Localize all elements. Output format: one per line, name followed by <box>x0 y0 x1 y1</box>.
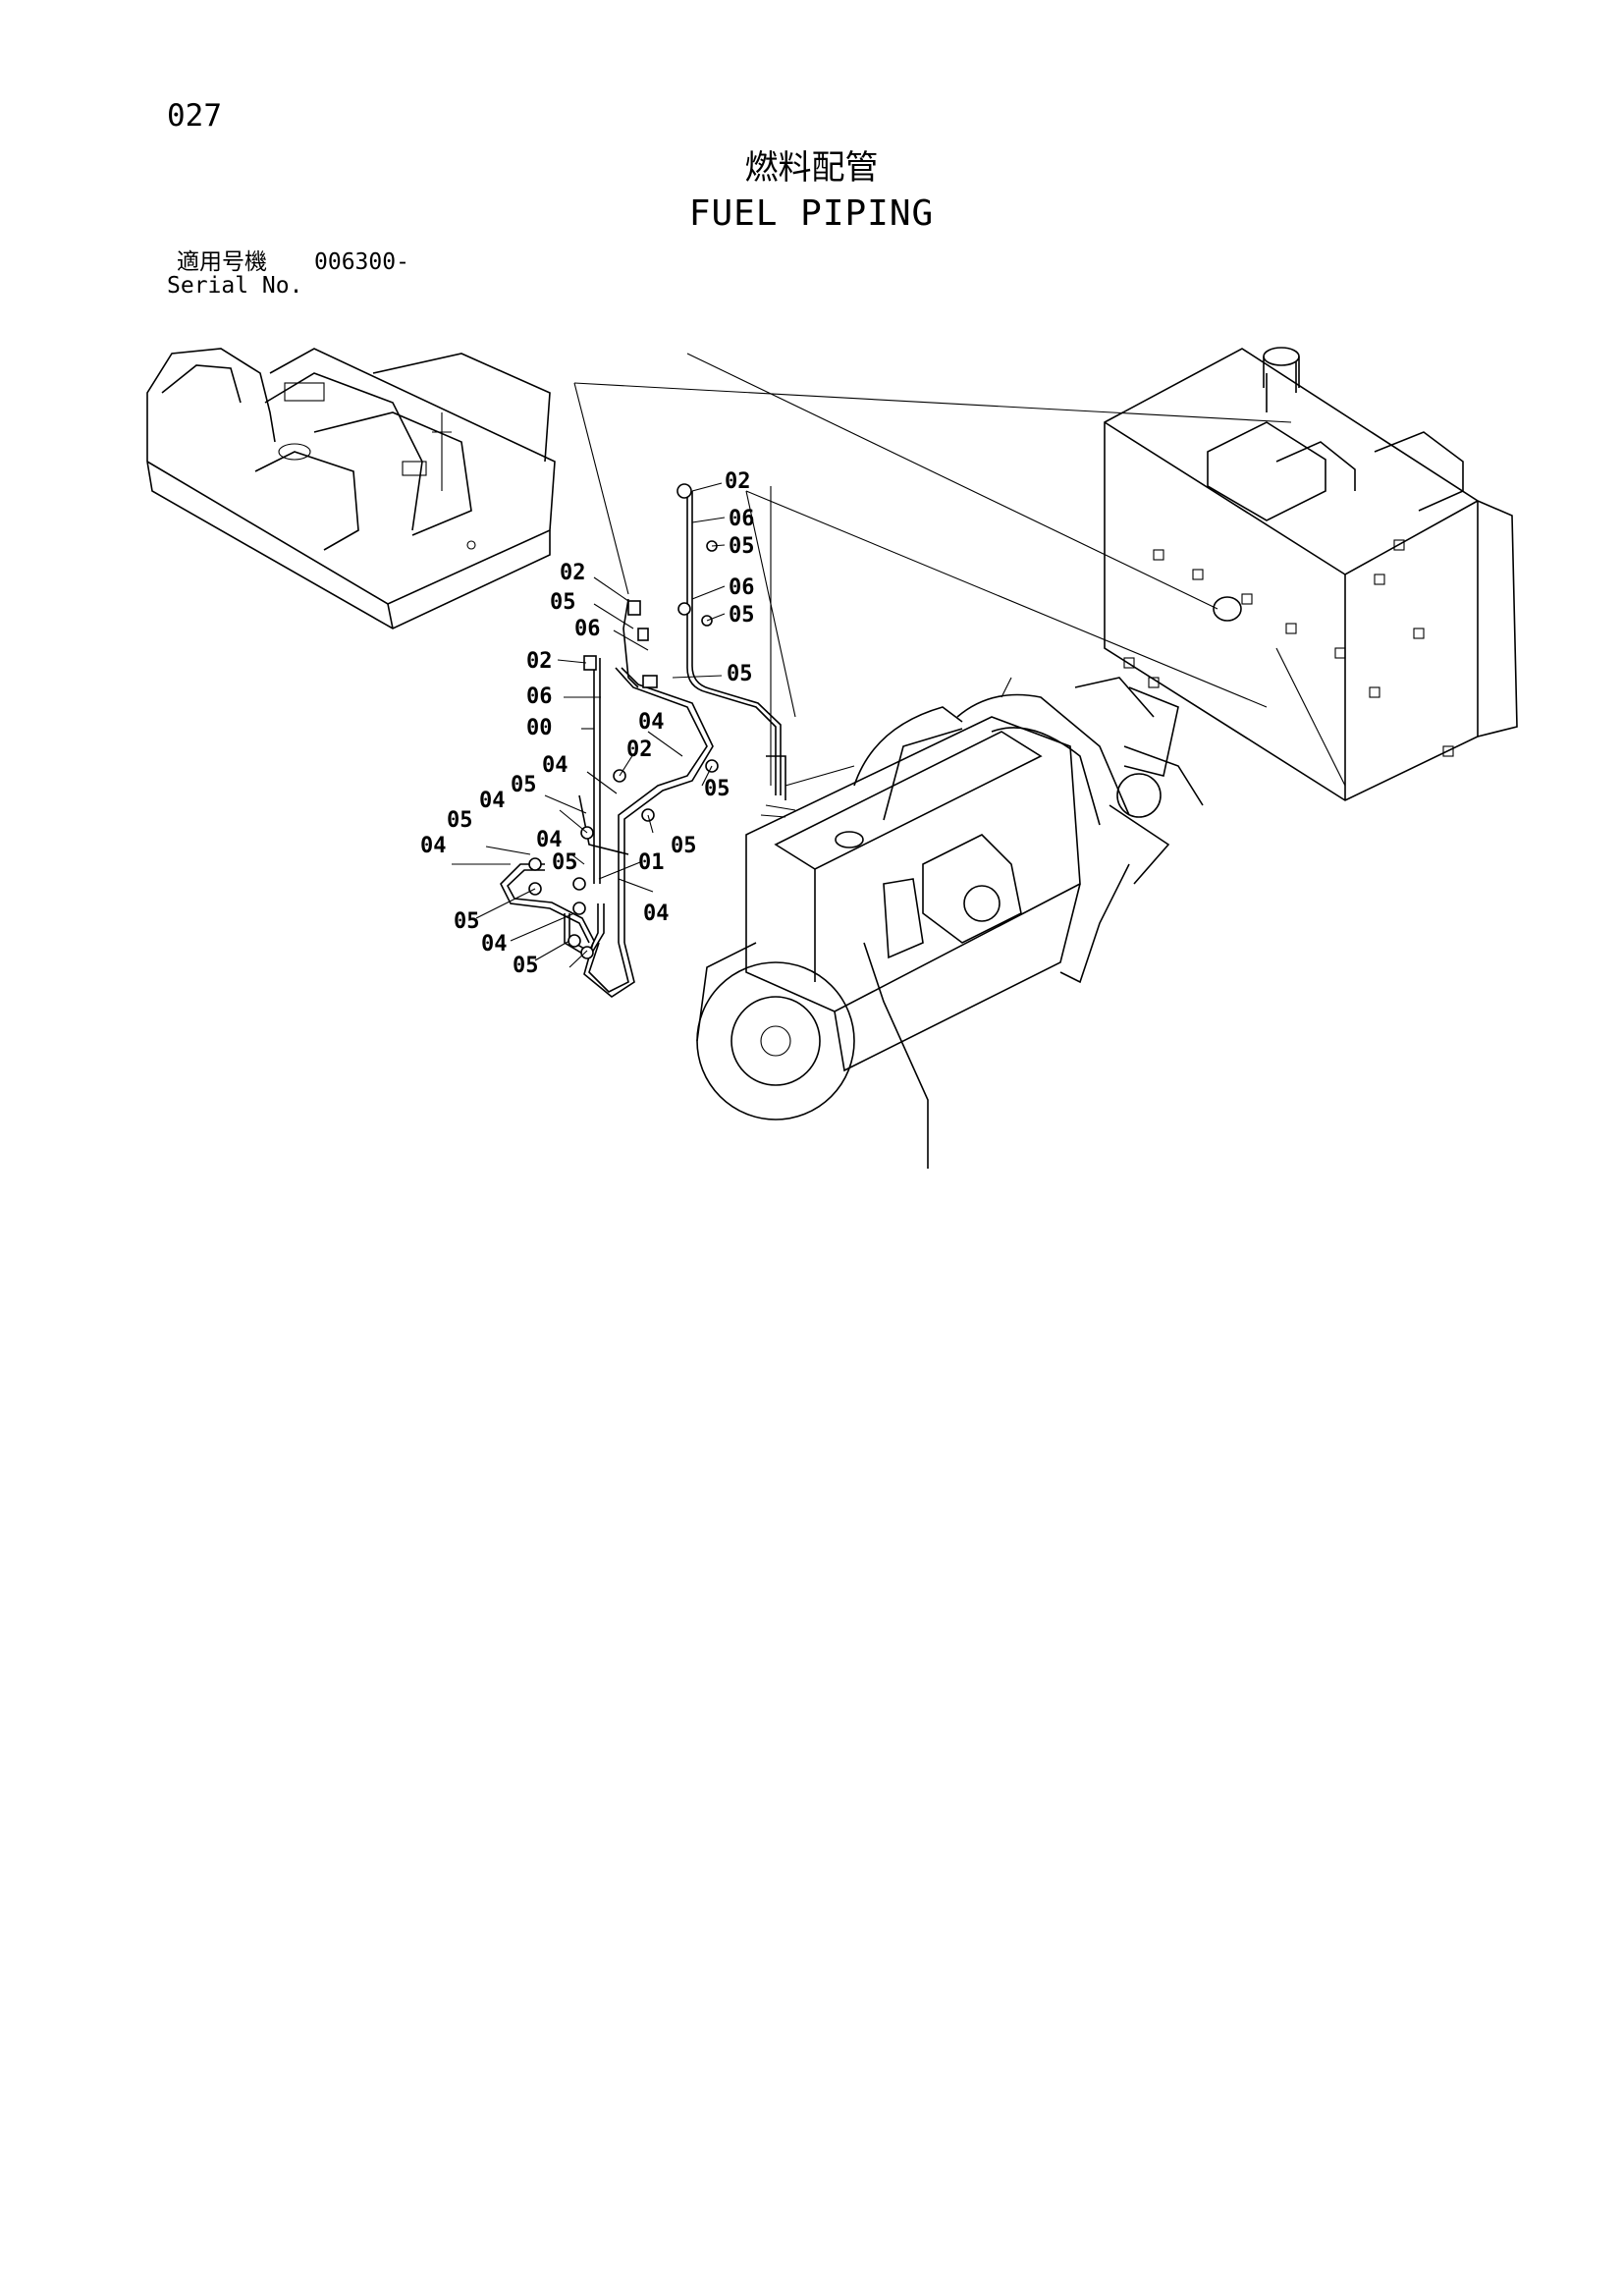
page-title: FUEL PIPING <box>688 193 935 234</box>
callout-label: 05 <box>704 777 730 801</box>
engine-illustration <box>696 677 1204 1169</box>
page-title-japanese: 燃料配管 <box>744 148 879 188</box>
callout-label: 05 <box>729 603 755 628</box>
callout-label: 02 <box>725 469 751 494</box>
excavator-overview-illustration <box>146 348 556 629</box>
callout-label: 05 <box>447 808 473 833</box>
callout-label: 05 <box>671 834 697 858</box>
serial-label: Serial No. <box>167 273 303 299</box>
callout-label: 05 <box>454 909 480 934</box>
callout-label: 06 <box>574 617 601 641</box>
callout-label: 05 <box>552 850 578 875</box>
serial-number-value: 006300- <box>314 249 409 275</box>
callout-label: 02 <box>560 561 586 585</box>
serial-label-japanese: 適用号機 <box>177 249 267 275</box>
callout-label: 04 <box>643 902 670 926</box>
callout-label: 01 <box>638 850 665 875</box>
fuel-tank-illustration <box>1104 347 1518 801</box>
callout-label: 04 <box>536 828 563 852</box>
callout-label: 06 <box>526 684 553 709</box>
reference-lines <box>573 353 1346 787</box>
callout-label: 05 <box>727 662 753 686</box>
callout-label: 06 <box>729 575 755 600</box>
callout-label: 04 <box>638 710 665 735</box>
callout-label: 04 <box>420 834 447 858</box>
page-number: 027 <box>167 98 222 134</box>
callout-label: 00 <box>526 716 553 740</box>
callout-leader-lines <box>452 482 726 968</box>
callout-label: 05 <box>729 534 755 559</box>
callout-labels: 02 06 05 06 05 02 05 06 02 05 06 00 04 0… <box>420 469 755 978</box>
callout-label: 05 <box>550 590 576 615</box>
callout-label: 02 <box>526 649 553 674</box>
callout-label: 06 <box>729 507 755 531</box>
callout-label: 05 <box>513 954 539 978</box>
callout-label: 04 <box>479 789 506 813</box>
callout-label: 04 <box>481 932 508 957</box>
callout-label: 02 <box>626 738 653 762</box>
callout-label: 05 <box>511 773 537 797</box>
callout-label: 04 <box>542 753 568 778</box>
